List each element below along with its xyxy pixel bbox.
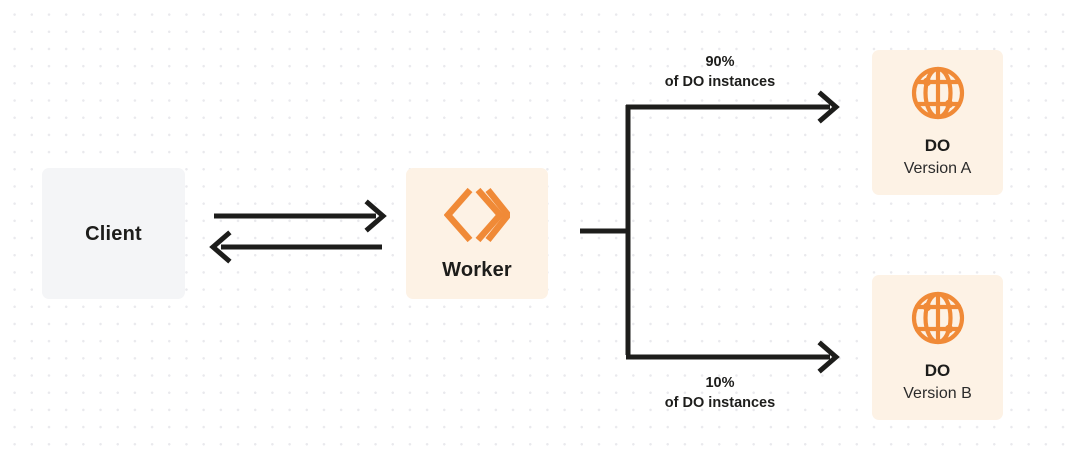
arrow-worker-to-client bbox=[209, 230, 382, 264]
node-worker[interactable]: Worker bbox=[406, 168, 548, 299]
arrow-worker-to-do-a bbox=[626, 90, 840, 124]
do-b-title: DO bbox=[924, 361, 951, 381]
edge-label-do-a: 90% of DO instances bbox=[612, 52, 828, 92]
branch-connector bbox=[580, 105, 631, 355]
node-do-version-b[interactable]: DO Version B bbox=[872, 275, 1003, 420]
edge-label-do-b-percent: 10% bbox=[705, 375, 735, 391]
node-client[interactable]: Client bbox=[42, 168, 185, 299]
worker-label: Worker bbox=[442, 258, 512, 281]
cloudflare-workers-icon bbox=[443, 186, 513, 244]
do-a-title: DO bbox=[924, 136, 951, 156]
client-label: Client bbox=[85, 222, 142, 245]
globe-icon bbox=[910, 65, 966, 121]
globe-icon bbox=[910, 290, 966, 346]
arrow-client-to-worker bbox=[214, 199, 387, 233]
do-b-subtitle: Version B bbox=[903, 384, 972, 402]
edge-label-do-a-percent: 90% bbox=[705, 54, 735, 70]
edge-label-do-b-description: of DO instances bbox=[664, 395, 776, 411]
edge-label-do-b: 10% of DO instances bbox=[612, 373, 828, 413]
edge-label-do-a-description: of DO instances bbox=[664, 74, 776, 90]
arrow-worker-to-do-b bbox=[626, 340, 840, 374]
node-do-version-a[interactable]: DO Version A bbox=[872, 50, 1003, 195]
do-a-subtitle: Version A bbox=[903, 159, 972, 177]
